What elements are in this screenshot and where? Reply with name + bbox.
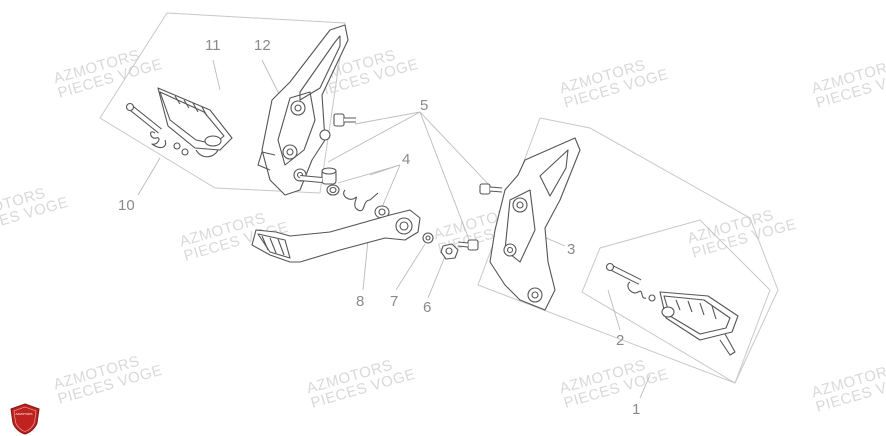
- callout-6: 6: [423, 299, 432, 316]
- leader-4b: [337, 164, 401, 184]
- leader-1: [639, 374, 651, 399]
- bolt-lower-left: [299, 175, 323, 183]
- callout-7: 7: [390, 293, 399, 310]
- callout-8: 8: [356, 293, 365, 310]
- right-footpeg: [605, 262, 739, 356]
- spacer-left: [321, 167, 337, 185]
- leader-5a: [354, 111, 421, 125]
- callout-10: 10: [118, 197, 135, 214]
- leader-4c: [379, 164, 401, 213]
- leader-7: [395, 243, 426, 291]
- left-footrest-bracket: [257, 24, 349, 196]
- right-footrest-bracket: [489, 137, 581, 311]
- leader-5d: [419, 111, 471, 243]
- callout-1: 1: [632, 401, 641, 418]
- azmotors-logo: [10, 403, 40, 435]
- leader-8: [362, 239, 369, 291]
- callout-2: 2: [616, 332, 625, 349]
- leader-6: [427, 253, 447, 299]
- leader-11: [212, 59, 221, 91]
- right-footpeg-frame: [581, 219, 771, 384]
- right-assembly-frame: [477, 117, 779, 384]
- callout-12: 12: [254, 37, 271, 54]
- logo-text: AZMOTORS: [15, 412, 33, 416]
- nut-6: [440, 243, 459, 260]
- leader-10: [137, 157, 161, 196]
- bolt-upper-right: [479, 183, 503, 195]
- left-footpeg: [125, 87, 233, 158]
- return-spring: [343, 189, 379, 212]
- leader-5c: [419, 111, 491, 187]
- brake-pedal: [251, 209, 421, 263]
- bolt-upper-left: [333, 113, 356, 127]
- callout-4: 4: [402, 151, 411, 168]
- callout-5: 5: [420, 97, 429, 114]
- callout-3: 3: [567, 241, 576, 258]
- bolt-center: [457, 239, 479, 251]
- left-assembly-frame: [99, 12, 346, 194]
- leader-5b: [327, 111, 421, 163]
- leader-2: [607, 289, 621, 331]
- callout-11: 11: [205, 37, 221, 54]
